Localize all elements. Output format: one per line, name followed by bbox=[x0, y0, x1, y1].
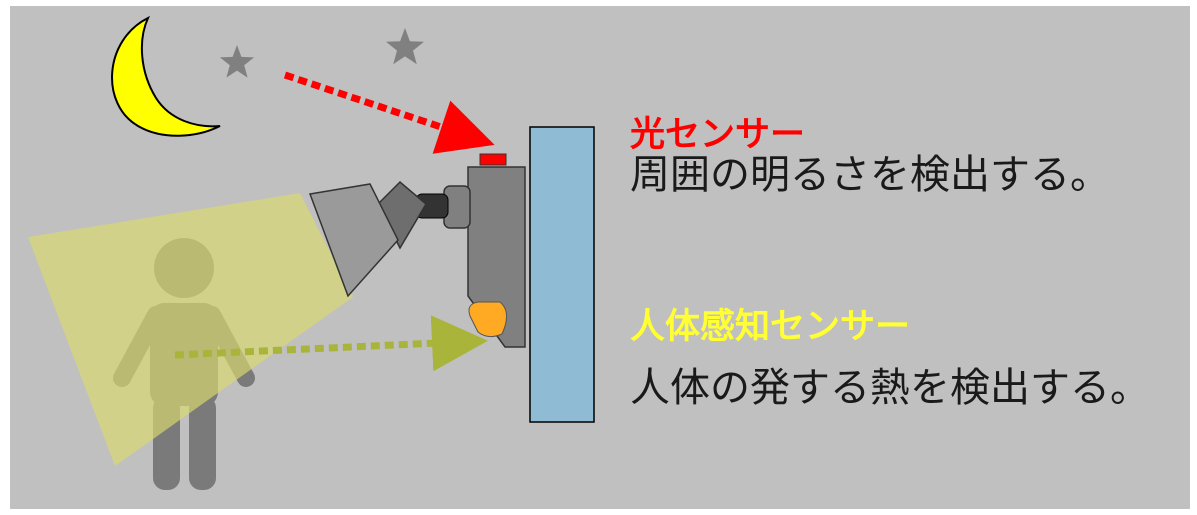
motion-arrow bbox=[174, 315, 488, 372]
lamp-head bbox=[308, 183, 399, 298]
sensor-light-fixture bbox=[308, 153, 526, 348]
light-arrow bbox=[283, 71, 495, 154]
light-sensor-title: 光センサー bbox=[630, 115, 806, 155]
star-icon bbox=[219, 45, 255, 78]
motion-sensor-icon bbox=[468, 301, 507, 338]
moon-icon bbox=[111, 15, 221, 137]
motion-sensor-title: 人体感知センサー bbox=[630, 307, 911, 347]
light-sensor-icon bbox=[479, 153, 507, 166]
motion-sensor-description: 人体の発する熱を検出する。 bbox=[630, 365, 1150, 411]
star-icon bbox=[386, 28, 424, 65]
light-beam bbox=[28, 193, 353, 466]
light-sensor-description: 周囲の明るさを検出する。 bbox=[630, 152, 1110, 198]
person-right-leg bbox=[189, 396, 216, 490]
wall-plate bbox=[529, 126, 595, 423]
